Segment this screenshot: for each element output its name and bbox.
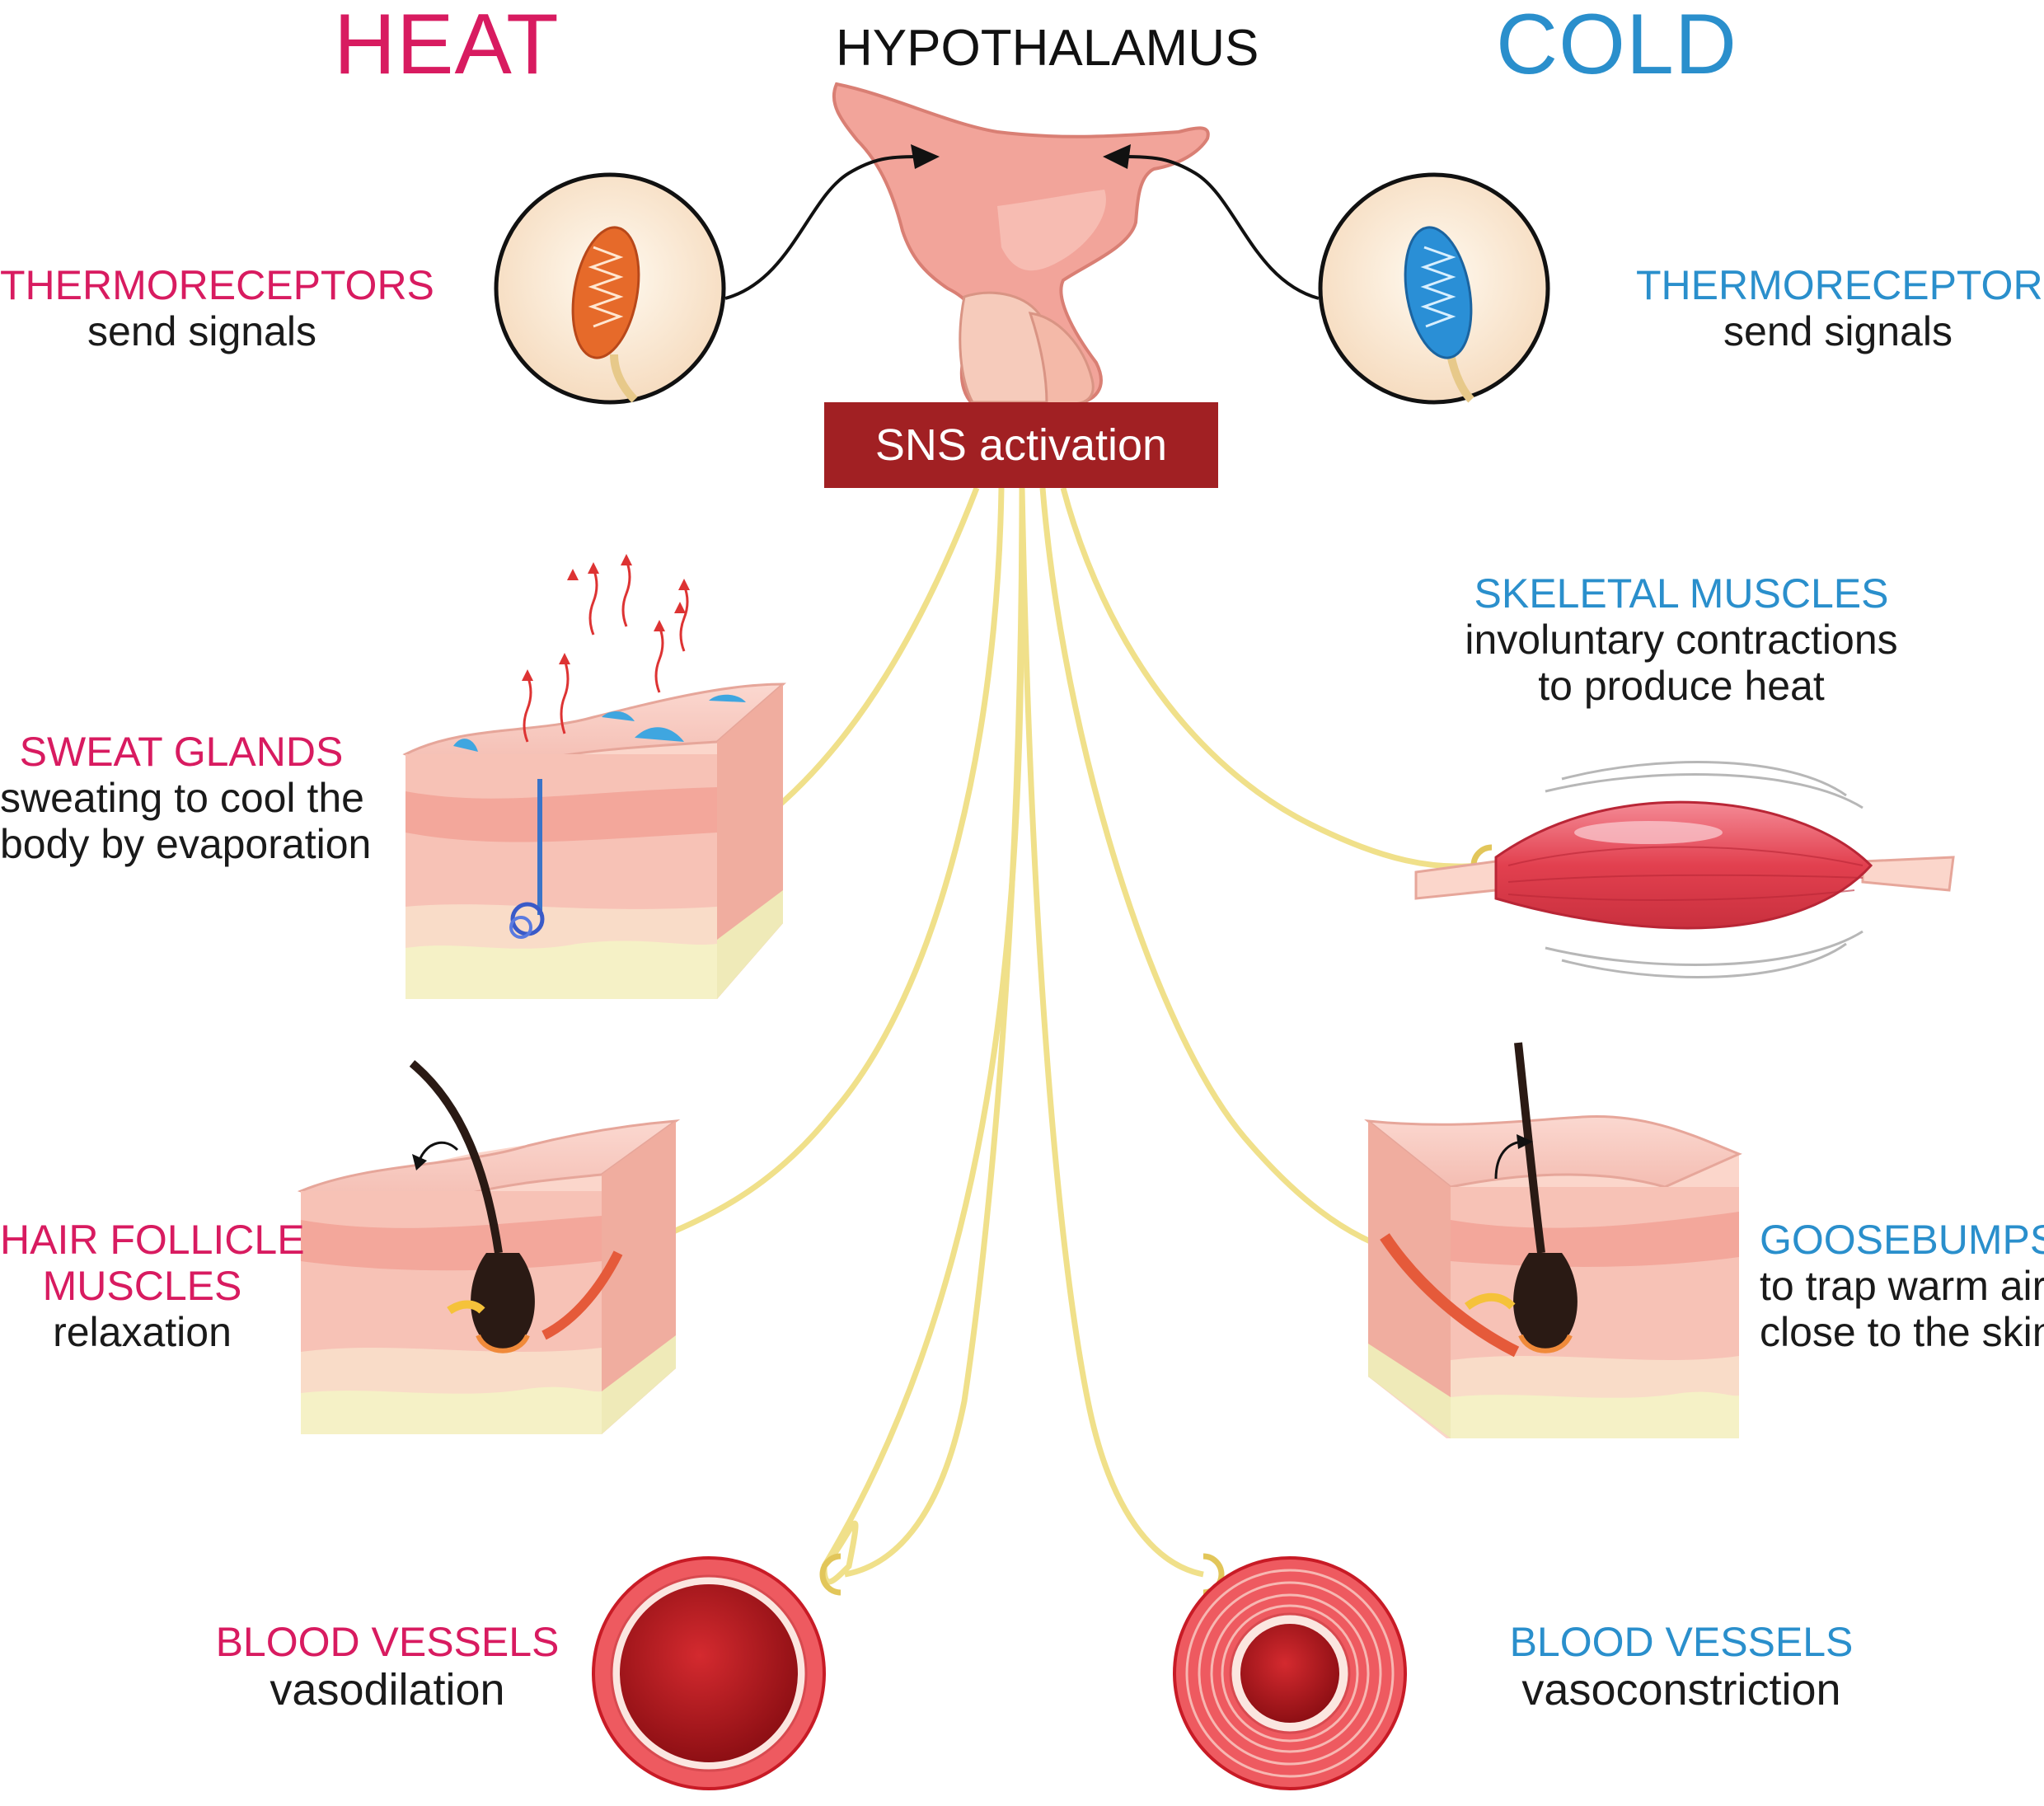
cold-blood-vessels-desc: vasoconstriction [1521,1665,1841,1715]
heat-header: HEAT [334,0,560,92]
nerve-fibers [547,486,1480,1585]
sweat-glands-desc-1: sweating to cool the [0,775,364,821]
hair-follicle-label: HAIR FOLLICLE MUSCLES relaxation [0,1217,305,1355]
sweat-glands-label: SWEAT GLANDS sweating to cool the body b… [0,729,372,867]
hair-follicle-title-1: HAIR FOLLICLE [0,1217,305,1263]
skeletal-muscle-icon [1414,761,1955,978]
hair-follicle-relaxed-icon [297,1060,681,1434]
goosebumps-desc-1: to trap warm air [1760,1263,2044,1309]
cold-thermoreceptors-title: THERMORECEPTORS [1636,262,2044,308]
sweat-glands-desc-2: body by evaporation [0,821,372,867]
sweat-glands-title: SWEAT GLANDS [19,729,344,775]
cold-blood-vessels-label: BLOOD VESSELS vasoconstriction [1508,1619,1854,1715]
skeletal-muscles-title: SKELETAL MUSCLES [1474,570,1889,617]
goosebumps-title: GOOSEBUMPS [1760,1217,2044,1263]
sweat-gland-skin-icon [402,554,786,999]
cold-header: COLD [1496,0,1737,92]
goosebumps-label: GOOSEBUMPS to trap warm air close to the… [1760,1217,2044,1355]
cold-blood-vessels-title: BLOOD VESSELS [1509,1619,1854,1665]
thermoreceptor-warm-icon [494,172,726,405]
hair-follicle-title-2: MUSCLES [42,1263,242,1309]
heat-thermoreceptors-title: THERMORECEPTORS [0,262,434,308]
hair-follicle-desc: relaxation [53,1309,232,1355]
constricted-vessel-icon [1173,1556,1407,1790]
hair-follicle-goosebump-icon [1364,1042,1742,1438]
hypothalamus-header: HYPOTHALAMUS [836,20,1259,77]
heat-thermoreceptors-desc: send signals [87,308,316,354]
heat-blood-vessels-title: BLOOD VESSELS [215,1619,560,1665]
dilated-vessel-icon [592,1556,826,1790]
heat-thermoreceptors-label: THERMORECEPTORS send signals [0,262,434,354]
thermoreceptor-cold-icon [1318,172,1550,405]
signal-arrows [724,144,1320,300]
skeletal-muscles-desc-2: to produce heat [1538,663,1825,709]
heat-blood-vessels-desc: vasodilation [270,1665,505,1715]
cold-thermoreceptors-label: THERMORECEPTORS send signals [1636,262,2044,354]
goosebumps-desc-2: close to the skin [1760,1309,2044,1355]
skeletal-muscles-desc-1: involuntary contractions [1465,617,1898,663]
heat-blood-vessels-label: BLOOD VESSELS vasodilation [214,1619,560,1715]
hypothalamus-icon [832,82,1210,406]
cold-thermoreceptors-desc: send signals [1723,308,1953,354]
sns-activation-box: SNS activation [824,402,1218,488]
skeletal-muscles-label: SKELETAL MUSCLES involuntary contraction… [1459,570,1904,709]
